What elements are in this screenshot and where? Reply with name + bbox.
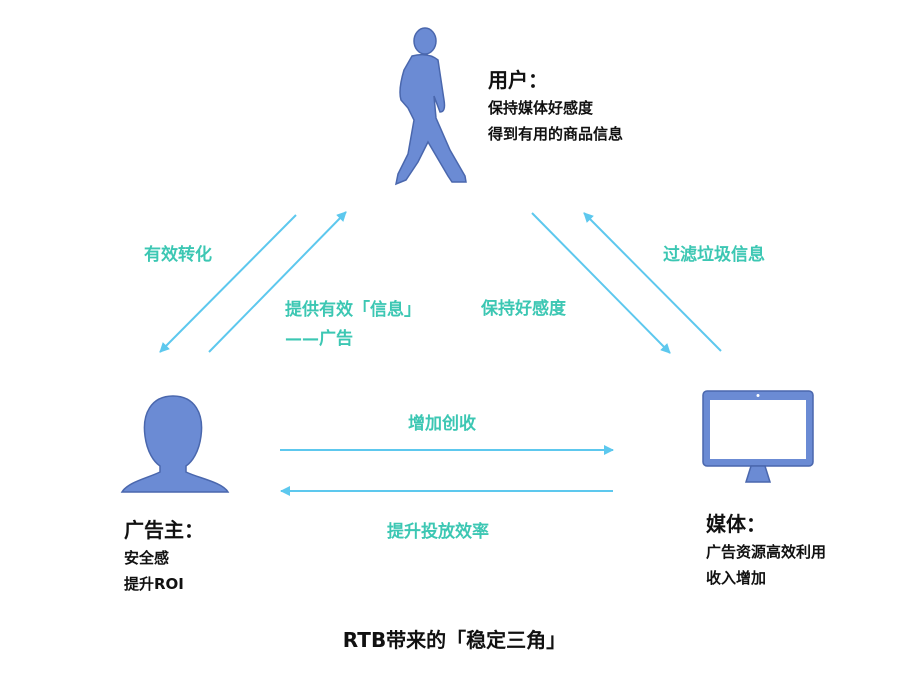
- diagram-caption: RTB带来的「稳定三角」: [342, 628, 567, 652]
- label-provide-info-line2: ——广告: [285, 329, 353, 349]
- label-increase-revenue: 增加创收: [408, 414, 476, 434]
- media-node: 媒体： 广告资源高效利用 收入增加: [706, 508, 826, 591]
- user-line-2: 得到有用的商品信息: [488, 125, 624, 143]
- label-keep-goodwill: 保持好感度: [481, 299, 566, 319]
- user-node: 用户： 保持媒体好感度 得到有用的商品信息: [488, 64, 623, 147]
- advertiser-title: 广告主：: [124, 518, 204, 542]
- user-line-1: 保持媒体好感度: [488, 99, 594, 117]
- label-effective-conversion: 有效转化: [144, 245, 212, 265]
- arrow-media-to-user: [583, 212, 722, 352]
- monitor-icon: [702, 390, 814, 483]
- label-improve-efficiency: 提升投放效率: [387, 522, 489, 542]
- arrow-advertiser-to-user: [208, 211, 347, 353]
- arrow-user-to-media: [531, 212, 671, 354]
- walking-person-icon: [394, 27, 467, 186]
- user-title: 用户：: [488, 68, 548, 92]
- media-title: 媒体：: [706, 512, 766, 536]
- person-bust-icon: [120, 395, 230, 493]
- advertiser-node: 广告主： 安全感 提升ROI: [124, 514, 204, 597]
- label-provide-info-line1: 提供有效「信息」: [285, 300, 421, 320]
- arrow-user-to-advertiser: [159, 214, 297, 353]
- label-filter-junk: 过滤垃圾信息: [663, 245, 765, 265]
- advertiser-line-1: 安全感: [124, 549, 170, 567]
- media-line-2: 收入增加: [706, 569, 767, 587]
- advertiser-line-2: 提升ROI: [124, 575, 184, 593]
- media-line-1: 广告资源高效利用: [706, 543, 827, 561]
